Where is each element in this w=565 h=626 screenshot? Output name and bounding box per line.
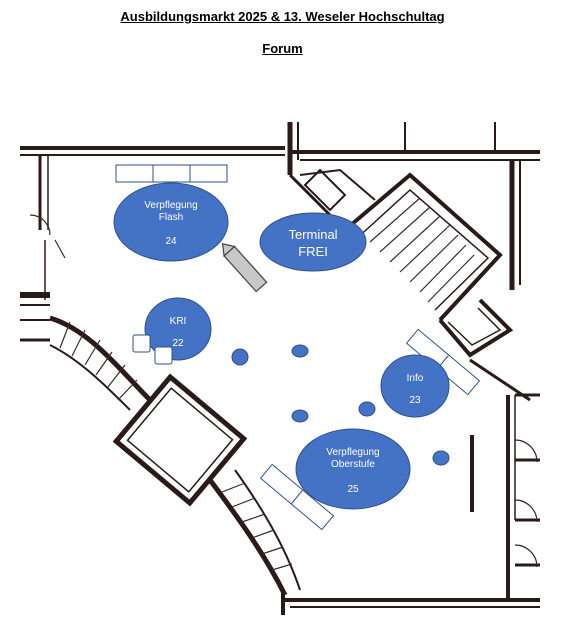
booth-label-2: Flash xyxy=(159,212,183,223)
booth-number: 24 xyxy=(165,236,177,247)
standing-tables xyxy=(231,344,450,466)
booth-label-2: FREI xyxy=(298,244,328,259)
booth-verpflegung-oberstufe: Verpflegung Oberstufe 25 xyxy=(295,428,411,510)
booth-number: 25 xyxy=(347,484,359,495)
booth-label-1: Verpflegung xyxy=(326,447,379,458)
booth-terminal: Terminal FREI xyxy=(259,212,367,272)
booth-info: Info 23 xyxy=(380,354,450,418)
booth-verpflegung-flash: Verpflegung Flash 24 xyxy=(113,182,229,262)
booth-label-1: Verpflegung xyxy=(144,200,197,211)
booth-label-2: Oberstufe xyxy=(331,459,375,470)
page-title: Ausbildungsmarkt 2025 & 13. Weseler Hoch… xyxy=(120,9,445,24)
walls xyxy=(20,122,540,615)
booth-kri: KRI 22 xyxy=(144,297,212,361)
booth-label-1: Terminal xyxy=(288,227,337,242)
booth-number: 23 xyxy=(409,395,421,406)
table-group-bottom xyxy=(259,463,335,531)
booth-number: 22 xyxy=(172,338,184,349)
booth-label-1: KRI xyxy=(170,316,187,327)
stools xyxy=(132,334,173,365)
page-subtitle: Forum xyxy=(262,41,303,56)
terminal-device-icon xyxy=(221,242,268,293)
booth-label-1: Info xyxy=(407,373,424,384)
table-group-top xyxy=(115,164,228,183)
